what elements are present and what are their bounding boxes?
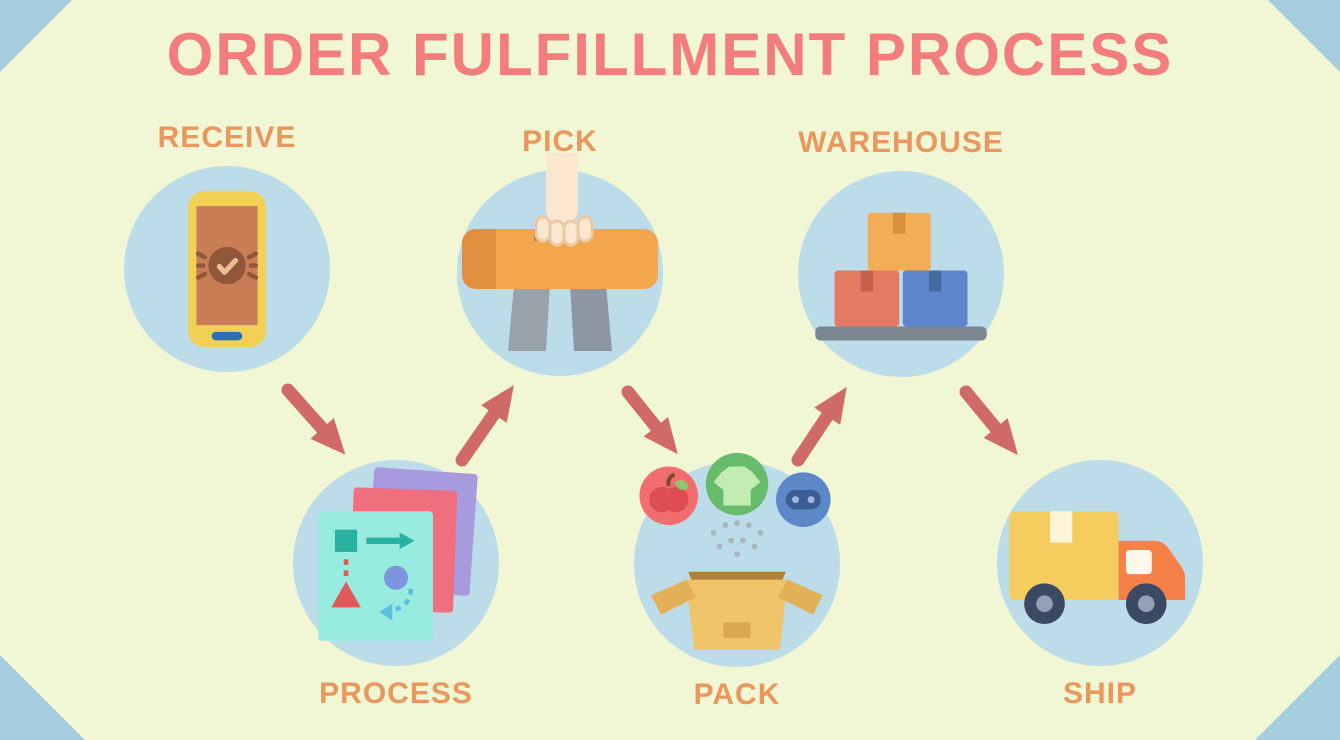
step-label-receive: RECEIVE: [157, 121, 297, 154]
corner-triangle-top-left: [0, 0, 72, 72]
corner-triangle-bottom-right: [1255, 655, 1340, 740]
step-circle-pick: [457, 153, 663, 376]
corner-triangle-bottom-left: [0, 655, 85, 740]
step-pack: PACK: [634, 452, 840, 713]
step-label-process: PROCESS: [319, 677, 473, 710]
step-label-ship: SHIP: [1062, 677, 1138, 710]
step-process: PROCESS: [293, 460, 499, 712]
corner-triangle-top-right: [1268, 0, 1340, 72]
step-circle-ship: [997, 460, 1203, 666]
step-warehouse: WAREHOUSE: [798, 125, 1004, 377]
step-circle-receive: [124, 166, 330, 372]
step-circle-pack: [634, 452, 840, 667]
step-receive: RECEIVE: [124, 120, 330, 372]
step-label-warehouse: WAREHOUSE: [798, 126, 1004, 159]
step-pick: PICK: [457, 124, 663, 376]
delivery-truck-icon: [1009, 511, 1186, 625]
arrow-pick-to-pack: [621, 385, 678, 455]
smartphone-order-received-icon: [187, 190, 267, 348]
step-circle-warehouse: [798, 171, 1004, 377]
step-label-pick: PICK: [522, 125, 598, 158]
hand-picking-package-icon: [462, 153, 658, 351]
arrow-pack-to-warehouse: [791, 387, 847, 467]
arrow-warehouse-to-ship: [959, 385, 1018, 456]
arrow-process-to-pick: [455, 385, 514, 467]
open-box-with-items-icon: [639, 452, 831, 650]
page-title: ORDER FULFILLMENT PROCESS: [166, 21, 1174, 88]
step-label-pack: PACK: [693, 678, 781, 711]
step-ship: SHIP: [997, 460, 1203, 712]
arrow-receive-to-process: [281, 383, 346, 455]
step-circle-process: [293, 460, 499, 666]
flowchart-documents-icon: [318, 467, 478, 641]
stacked-warehouse-boxes-icon: [815, 212, 987, 341]
